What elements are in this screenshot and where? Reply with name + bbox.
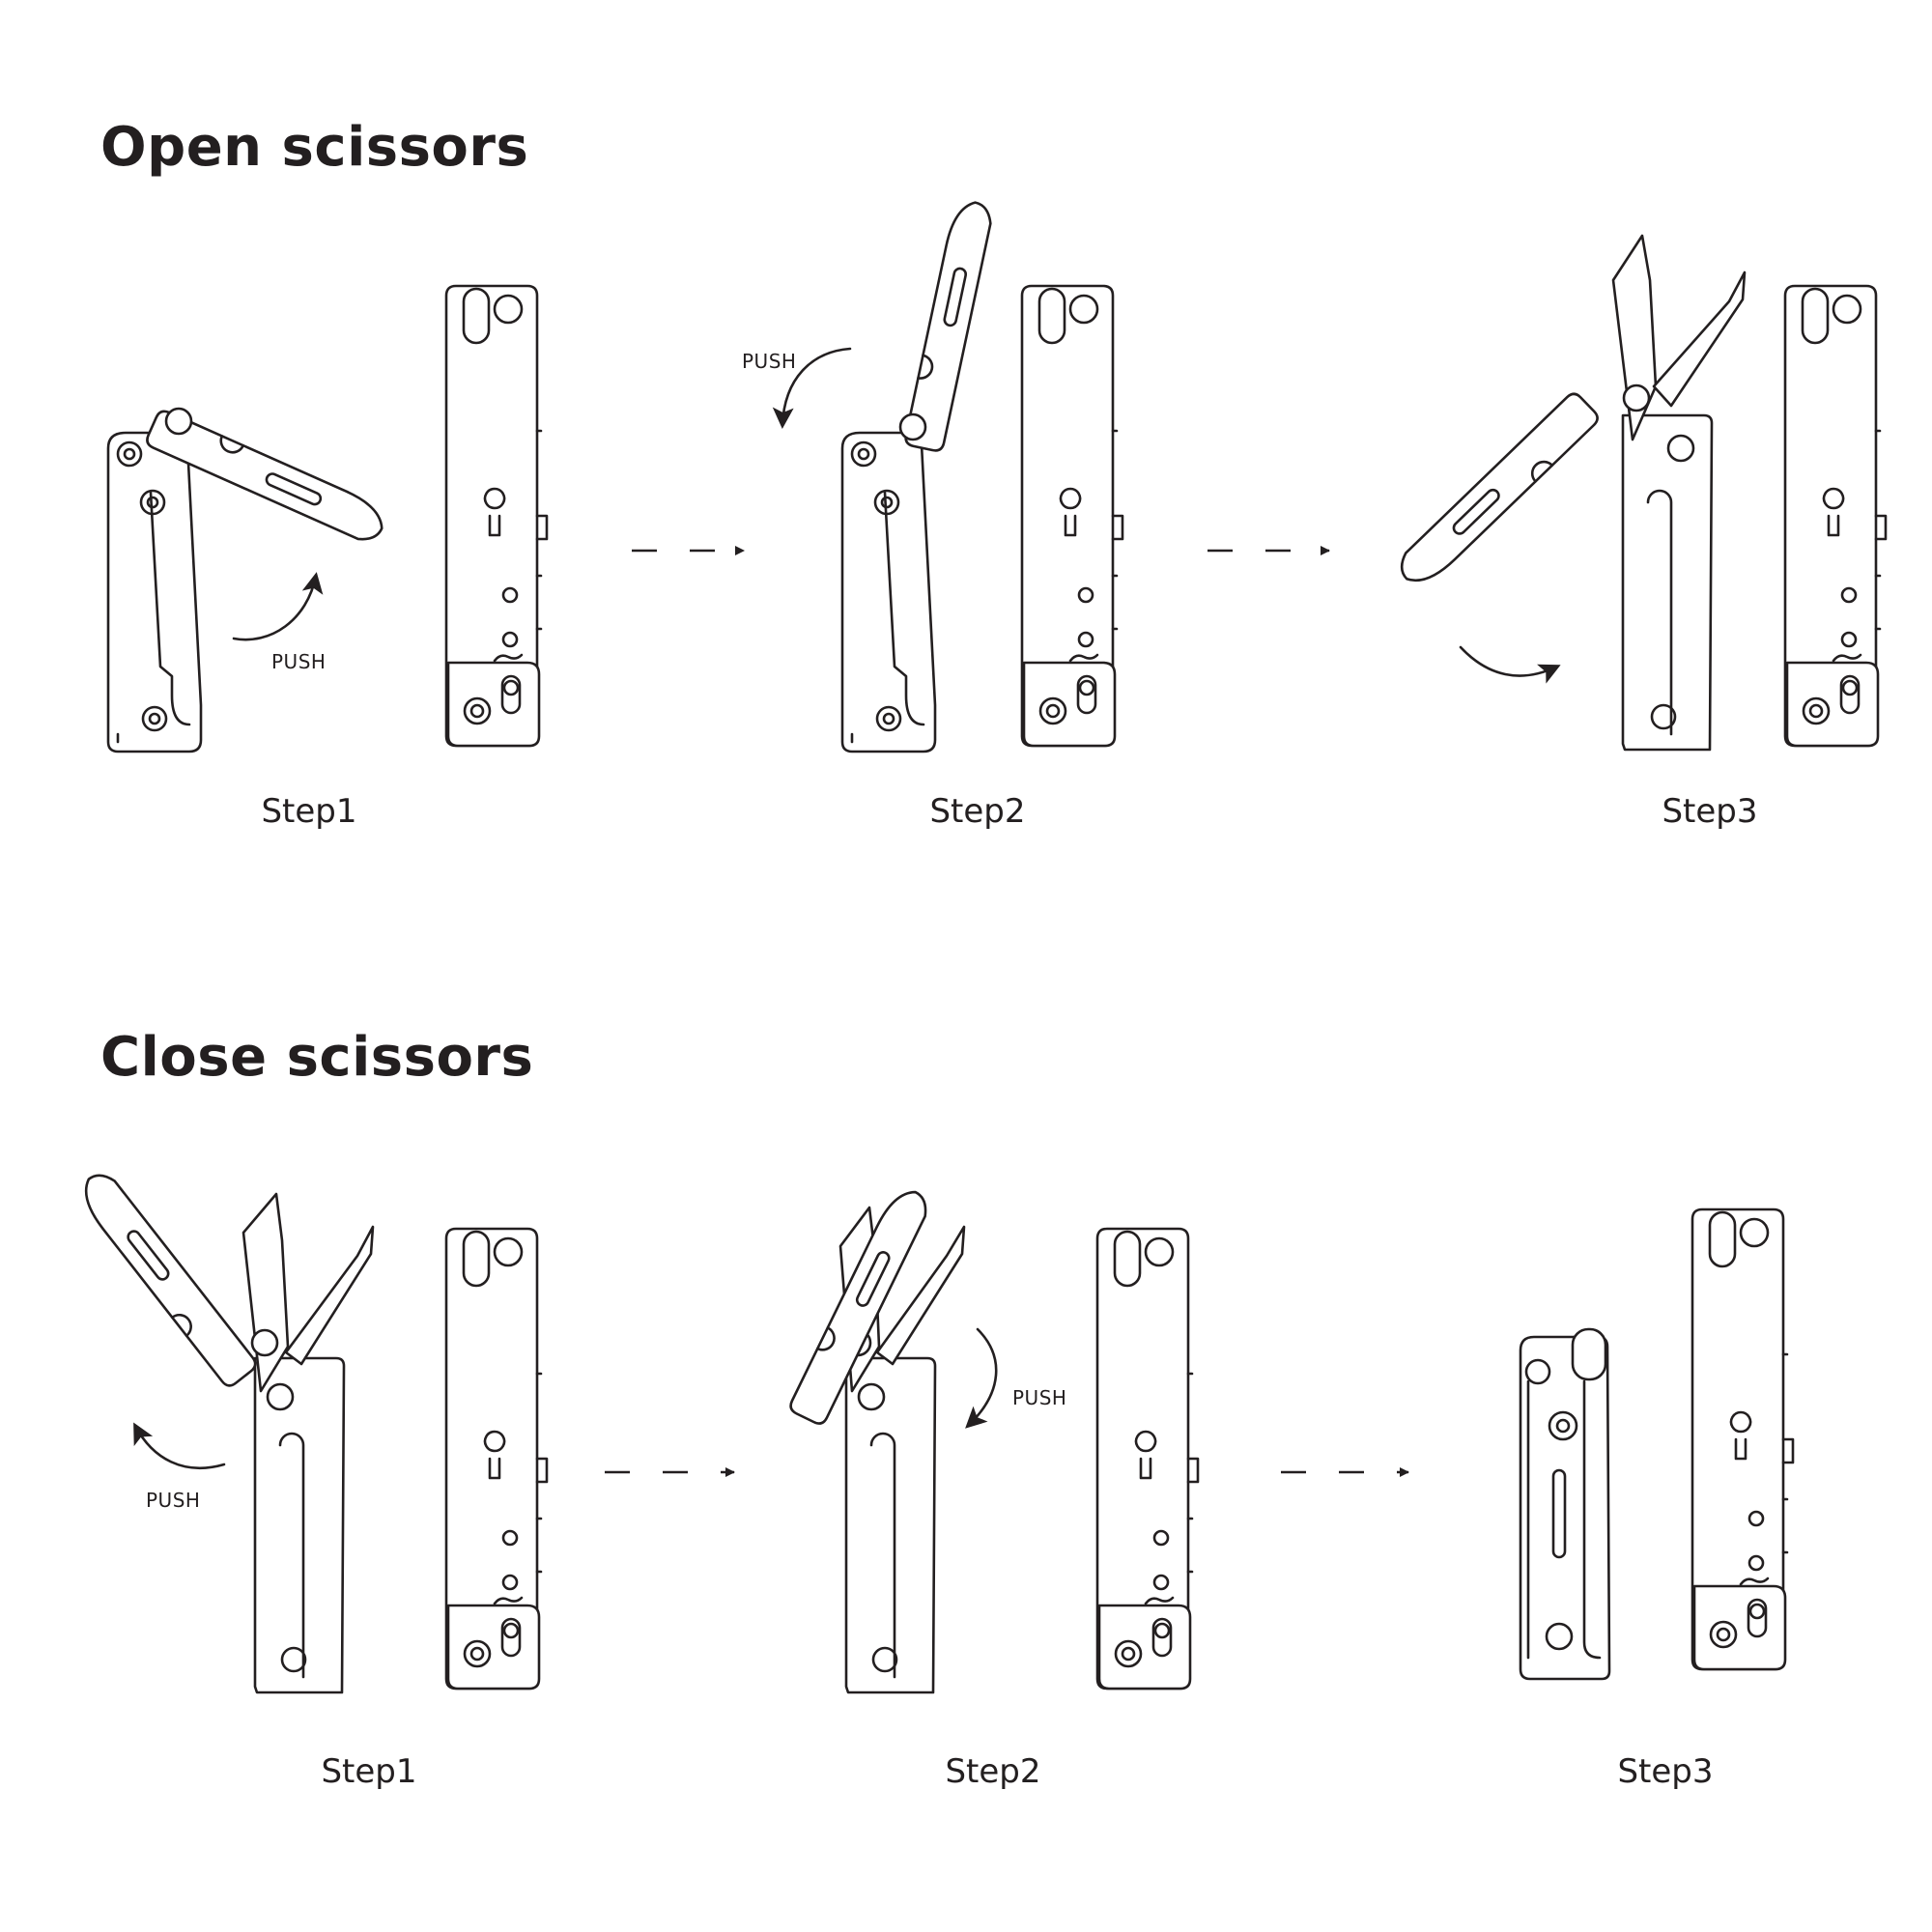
screw-icon	[898, 412, 927, 441]
close-step2-label: Step2	[945, 1752, 1041, 1791]
open-scissors-title: Open scissors	[100, 116, 529, 179]
screw-icon	[1622, 384, 1651, 412]
open-step2-push-label: PUSH	[742, 350, 796, 373]
open-step1-label: Step1	[261, 792, 357, 831]
curved-arrow-icon	[772, 347, 852, 429]
close-step3-figure	[1519, 1208, 1795, 1681]
open-step3-label: Step3	[1662, 792, 1758, 831]
open-step1-push-label: PUSH	[271, 650, 326, 673]
close-scissors-title: Close scissors	[100, 1026, 534, 1089]
close-step2-push-label: PUSH	[1012, 1386, 1066, 1409]
open-step2-label: Step2	[929, 792, 1026, 831]
open-step3-figure	[1392, 234, 1888, 752]
close-step1-figure: PUSH	[71, 1166, 549, 1694]
close-step3-label: Step3	[1617, 1752, 1714, 1791]
close-step2-figure: PUSH	[786, 1182, 1200, 1694]
screw-icon	[164, 407, 193, 436]
close-step1-push-label: PUSH	[146, 1489, 200, 1512]
screw-icon	[250, 1328, 279, 1357]
open-step2-figure: PUSH	[742, 197, 1124, 753]
curved-arrow-icon	[232, 572, 324, 641]
close-step1-label: Step1	[321, 1752, 417, 1791]
curved-arrow-icon	[133, 1422, 226, 1469]
open-step1-figure: PUSH	[106, 284, 549, 753]
curved-arrow-icon	[1459, 645, 1561, 684]
curved-arrow-icon	[965, 1327, 998, 1429]
